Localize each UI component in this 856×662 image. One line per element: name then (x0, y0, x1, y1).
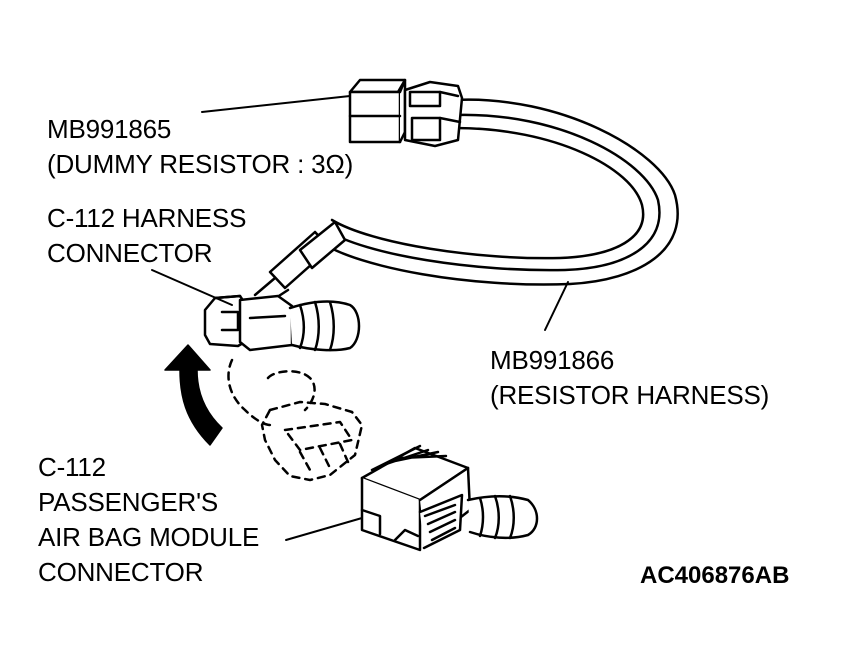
harness-sleeves (253, 220, 347, 307)
airbag-connector-label: C-112 PASSENGER'S AIR BAG MODULE CONNECT… (38, 450, 259, 590)
airbag-connector-label-line2: PASSENGER'S (38, 487, 219, 517)
dashed-original-position (227, 358, 364, 482)
airbag-connector-label-line3: AIR BAG MODULE (38, 522, 260, 552)
module-harness (466, 494, 539, 540)
harness-connector-label: C-112 HARNESS CONNECTOR (47, 201, 246, 271)
vehicle-harness (288, 300, 361, 352)
direction-arrow (164, 344, 223, 446)
airbag-connector-label-line4: CONNECTOR (38, 557, 204, 587)
resistor-harness-label: MB991866 (RESISTOR HARNESS) (490, 343, 769, 413)
resistor-harness-description: (RESISTOR HARNESS) (490, 380, 770, 410)
resistor-harness-part-number: MB991866 (490, 345, 615, 375)
harness-connector-label-line2: CONNECTOR (47, 238, 213, 268)
dummy-resistor-label: MB991865 (DUMMY RESISTOR : 3Ω) (47, 112, 353, 182)
airbag-module-connector (360, 444, 472, 552)
harness-connector-label-line1: C-112 HARNESS (47, 203, 247, 233)
figure-code: AC406876AB (640, 562, 790, 589)
harness-connector-body (203, 294, 294, 352)
dummy-resistor-part-number: MB991865 (47, 114, 172, 144)
airbag-connector-label-line1: C-112 (38, 452, 106, 482)
dummy-resistor-description: (DUMMY RESISTOR : 3Ω) (47, 149, 354, 179)
leader-lines (151, 95, 569, 541)
dummy-resistor (348, 78, 464, 148)
resistor-harness-wires (318, 98, 679, 286)
